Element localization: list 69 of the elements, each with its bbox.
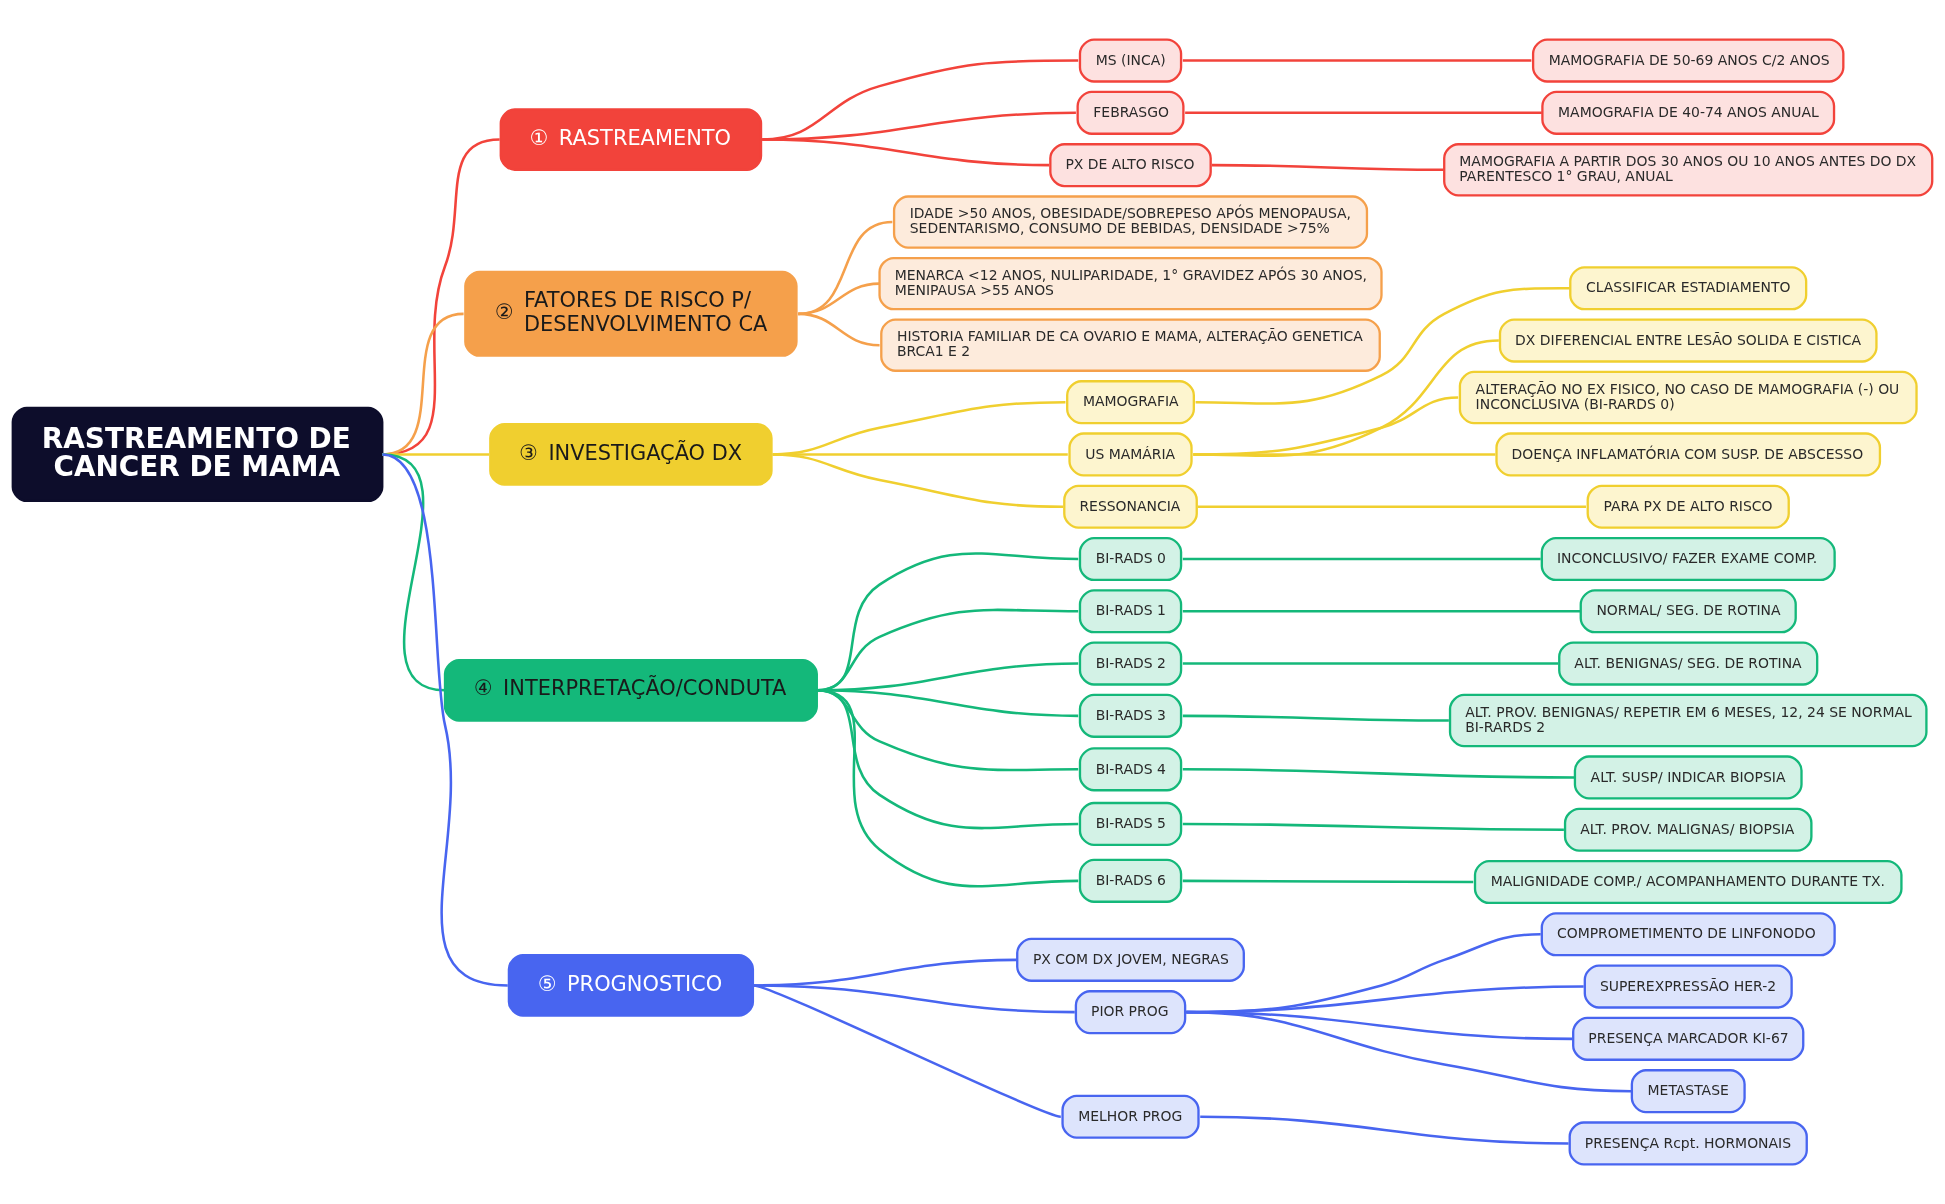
connector <box>798 282 880 316</box>
node-box: MALIGNIDADE COMP./ ACOMPANHAMENTO DURANTE TX. <box>1473 859 1903 905</box>
node-box: PX DE ALTO RISCO <box>1049 143 1212 188</box>
node-box: RASTREAMENTO DE CANCER DE MAMA <box>11 406 384 503</box>
node-box: CLASSIFICAR ESTADIAMENTO <box>1569 266 1808 311</box>
node-box: BI-RADS 3 <box>1078 693 1183 738</box>
node-box: ALTERAÇÃO NO EX FISICO, NO CASO DE MAMOGRAFIA (-) OU INCONCLUSIVA (BI-RARDS 0) <box>1458 370 1918 425</box>
connector <box>381 453 508 987</box>
node-box: DX DIFERENCIAL ENTRE LESÃO SOLIDA E CISTICA <box>1498 318 1878 363</box>
node-box: INCONCLUSIVO/ FAZER EXAME COMP. <box>1540 536 1836 582</box>
connector <box>762 138 1050 167</box>
connector <box>798 312 880 347</box>
connector <box>1182 557 1541 561</box>
node-box: PARA PX DE ALTO RISCO <box>1586 484 1790 529</box>
connector <box>1185 111 1542 115</box>
connector <box>816 689 1079 888</box>
connector <box>1211 163 1445 172</box>
connector <box>1193 339 1499 458</box>
node-box: ALT. PROV. BENIGNAS/ REPETIR EM 6 MESES, 12, 24 SE NORMAL BI-RARDS 2 <box>1448 693 1928 748</box>
node-box: METASTASE <box>1630 1069 1746 1114</box>
connector <box>1182 610 1581 613</box>
node-box: BI-RADS 2 <box>1078 641 1183 686</box>
node-box: IDADE >50 ANOS, OBESIDADE/SOBREPESO APÓS MENOPAUSA, SEDENTARISMO, CONSUMO DE BEBIDAS, DENSIDADE >75% <box>892 195 1369 249</box>
node-box: PRESENÇA MARCADOR KI-67 <box>1572 1016 1805 1061</box>
node-box: COMPROMETIMENTO DE LINFONODO <box>1540 912 1836 957</box>
node-box: ⑤ PROGNOSTICO <box>507 954 755 1017</box>
node-box: MELHOR PROG <box>1061 1094 1200 1139</box>
node-box: ③ INVESTIGAÇÃO DX <box>489 423 773 486</box>
node-box: MENARCA <12 ANOS, NULIPARIDADE, 1° GRAVIDEZ APÓS 30 ANOS, MENIPAUSA >55 ANOS <box>878 256 1383 311</box>
node-box: MAMOGRAFIA DE 50-69 ANOS C/2 ANOS <box>1531 38 1845 83</box>
node-box: RESSONANCIA <box>1063 484 1198 529</box>
node-box: FEBRASGO <box>1076 90 1185 135</box>
connector <box>1182 822 1564 831</box>
connector <box>754 984 1075 1014</box>
connector <box>753 984 1062 1118</box>
connector <box>798 220 893 316</box>
node-box: ALT. PROV. MALIGNAS/ BIOPSIA <box>1563 807 1813 852</box>
connector <box>1200 1115 1569 1145</box>
connector <box>1182 879 1474 884</box>
connector <box>1193 453 1496 456</box>
node-box: NORMAL/ SEG. DE ROTINA <box>1579 589 1797 634</box>
node-box: MS (INCA) <box>1078 38 1183 83</box>
connector <box>1195 287 1570 405</box>
node-box: BI-RADS 5 <box>1078 801 1183 846</box>
connector <box>1197 505 1586 508</box>
node-box: SUPEREXPRESSÃO HER-2 <box>1583 964 1793 1009</box>
node-box: MAMOGRAFIA DE 40-74 ANOS ANUAL <box>1541 90 1836 135</box>
node-box: ① RASTREAMENTO <box>499 108 763 171</box>
connector <box>1182 662 1559 665</box>
node-box: HISTORIA FAMILIAR DE CA OVARIO E MAMA, ALTERAÇÃO GENETICA BRCA1 E 2 <box>880 318 1381 372</box>
node-box: PRESENÇA Rcpt. HORMONAIS <box>1568 1121 1808 1166</box>
connector <box>772 453 1064 508</box>
connector <box>1186 1010 1632 1093</box>
node-box: ④ INTERPRETAÇÃO/CONDUTA <box>443 658 818 722</box>
node-box: US MAMÁRIA <box>1068 432 1193 477</box>
node-box: ALT. SUSP/ INDICAR BIOPSIA <box>1573 755 1803 800</box>
node-box: BI-RADS 1 <box>1078 589 1183 634</box>
node-box: MAMOGRAFIA <box>1066 380 1195 425</box>
node-box: MAMOGRAFIA A PARTIR DOS 30 ANOS OU 10 ANOS ANTES DO DX PARENTESCO 1° GRAU, ANUAL <box>1443 143 1934 197</box>
node-box: BI-RADS 6 <box>1078 858 1183 903</box>
node-box: DOENÇA INFLAMATÓRIA COM SUSP. DE ABSCESSO <box>1495 432 1882 477</box>
connector <box>1182 714 1449 722</box>
node-box: PIOR PROG <box>1074 990 1187 1035</box>
connector <box>1182 768 1575 779</box>
node-box: ALT. BENIGNAS/ SEG. DE ROTINA <box>1558 641 1819 686</box>
node-box: PX COM DX JOVEM, NEGRAS <box>1016 937 1245 982</box>
node-box: BI-RADS 4 <box>1078 747 1183 792</box>
connector <box>1182 59 1532 62</box>
node-box: BI-RADS 0 <box>1078 536 1183 582</box>
